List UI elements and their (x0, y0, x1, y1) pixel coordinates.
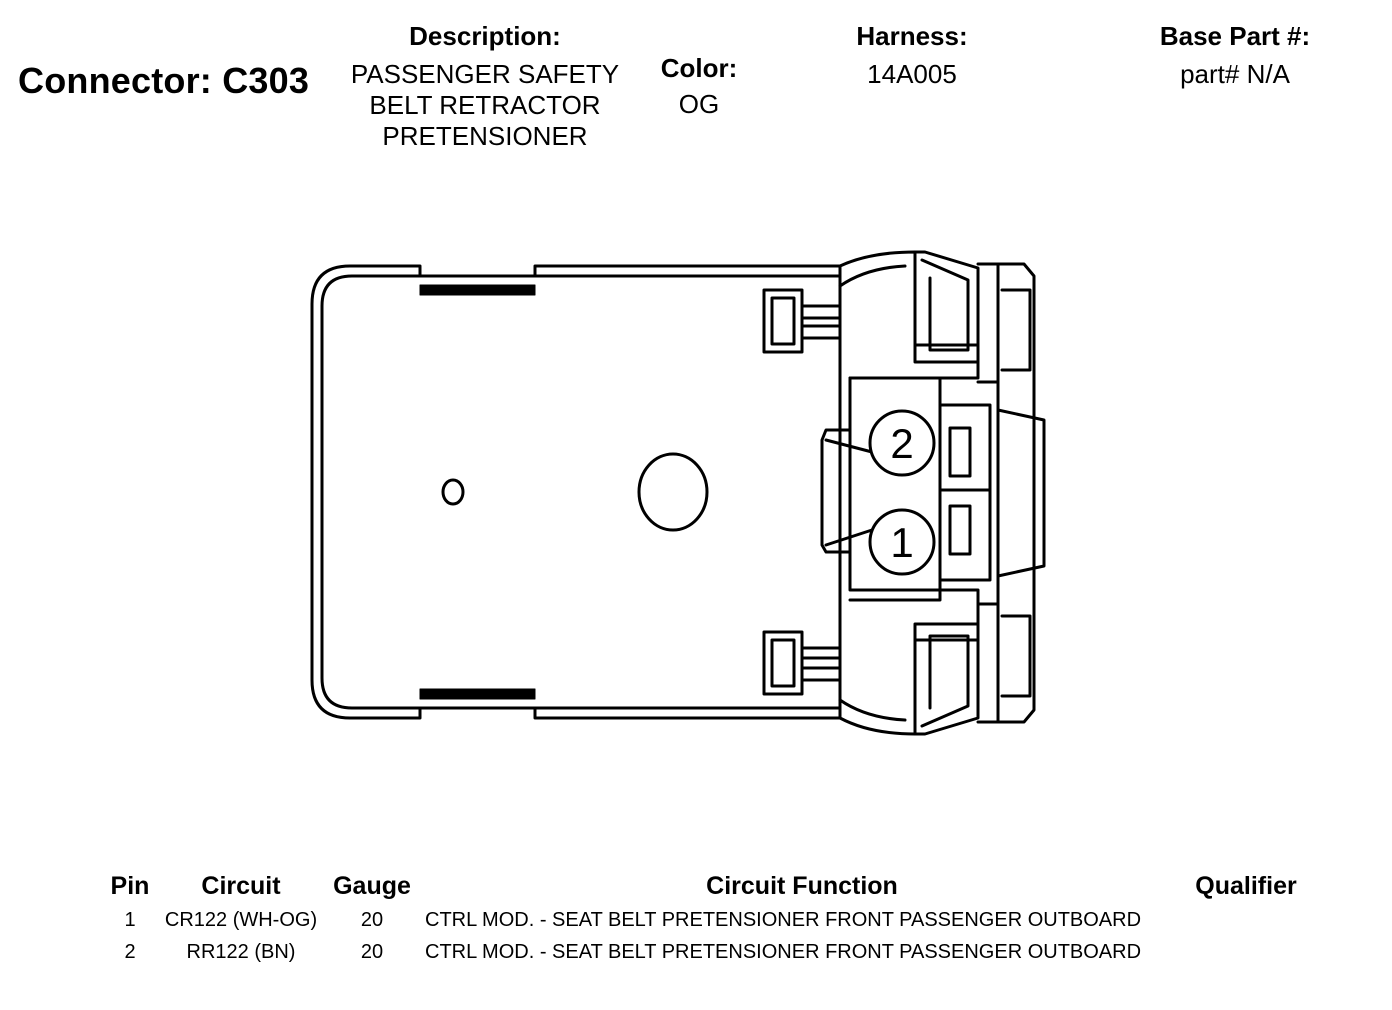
lower-latch (762, 630, 842, 696)
cell-circuit: CR122 (WH-OG) (164, 909, 318, 931)
pin-1-label: 1 (890, 519, 913, 566)
col-header-pin: Pin (110, 872, 150, 900)
description-line: PRETENSIONER (382, 121, 588, 151)
color-label: Color: (660, 53, 738, 83)
cell-gauge: 20 (360, 941, 384, 963)
upper-latch (762, 288, 842, 354)
cell-circuit-function: CTRL MOD. - SEAT BELT PRETENSIONER FRONT… (425, 909, 1142, 931)
center-hole (637, 452, 709, 532)
connector-title: Connector: C303 (18, 60, 310, 101)
col-header-gauge: Gauge (333, 872, 411, 900)
table-row: 1 CR122 (WH-OG) 20 CTRL MOD. - SEAT BELT… (0, 909, 1392, 939)
description-value: PASSENGER SAFETY BELT RETRACTOR PRETENSI… (335, 59, 635, 152)
cell-circuit: RR122 (BN) (186, 941, 296, 963)
table-row: 2 RR122 (BN) 20 CTRL MOD. - SEAT BELT PR… (0, 941, 1392, 971)
description-line: PASSENGER SAFETY (350, 59, 620, 89)
connector-housing (838, 250, 1046, 736)
description-label: Description: (409, 21, 561, 51)
color-value: OG (678, 89, 720, 119)
marker-hole (441, 478, 465, 506)
pin-2-label: 2 (890, 420, 913, 467)
cell-circuit-function: CTRL MOD. - SEAT BELT PRETENSIONER FRONT… (425, 941, 1142, 963)
harness-value: 14A005 (867, 59, 957, 89)
description-line: BELT RETRACTOR (369, 90, 601, 120)
col-header-circuit: Circuit (201, 872, 281, 900)
cell-pin: 1 (124, 909, 136, 931)
connector-body (310, 264, 842, 720)
base-part-value: part# N/A (1180, 59, 1290, 89)
harness-label: Harness: (856, 21, 968, 51)
base-part-label: Base Part #: (1159, 21, 1311, 51)
col-header-qualifier: Qualifier (1195, 872, 1297, 900)
cell-gauge: 20 (360, 909, 384, 931)
pin-1: 1 (868, 508, 936, 576)
pin-2: 2 (868, 409, 936, 477)
col-header-circuit-function: Circuit Function (706, 872, 898, 900)
terminal-cavity (820, 376, 992, 602)
cell-pin: 2 (124, 941, 136, 963)
